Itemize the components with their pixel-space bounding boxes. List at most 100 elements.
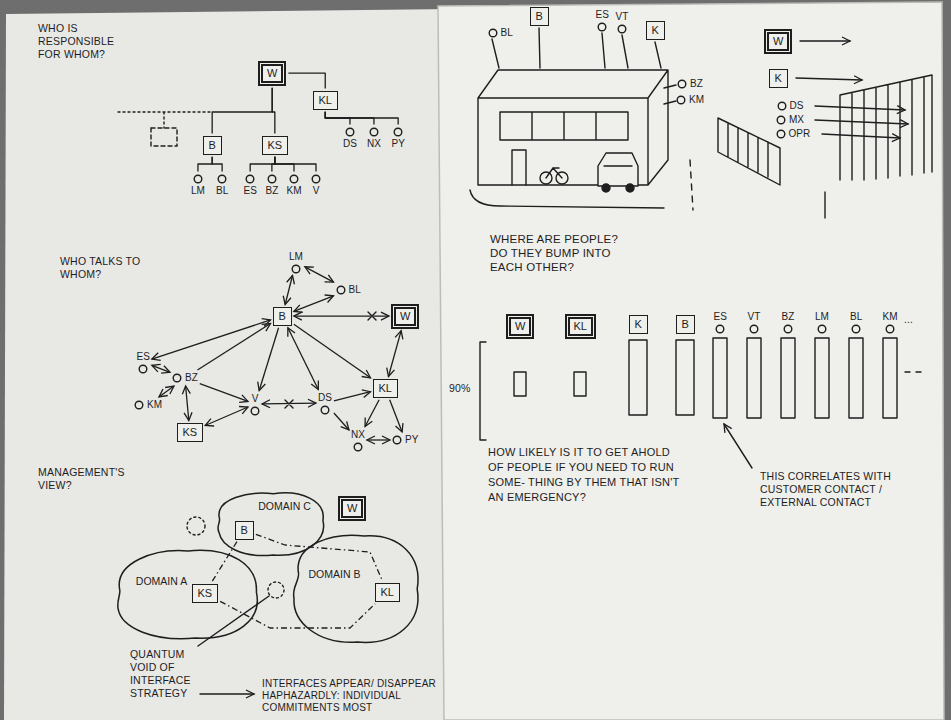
person-dot-shape xyxy=(393,436,401,444)
person-dot xyxy=(353,442,363,452)
node-label: DS xyxy=(343,138,357,150)
node-label: B xyxy=(536,10,543,23)
connector xyxy=(294,324,371,378)
bicycle-wheel xyxy=(540,172,552,184)
bar xyxy=(815,338,829,418)
person-dot xyxy=(783,324,793,334)
person-dot xyxy=(749,324,759,334)
domain-region: DOMAIN CB xyxy=(212,488,330,560)
person-box: B xyxy=(530,7,549,26)
person-dot-shape xyxy=(139,365,147,373)
dotted-branch xyxy=(118,112,212,128)
person-box: W xyxy=(391,304,419,329)
node-label: V xyxy=(252,393,259,405)
connector xyxy=(334,413,349,430)
connector xyxy=(288,328,318,390)
person-circle: LM xyxy=(191,174,205,197)
person-dot-shape xyxy=(677,96,685,104)
person-circle: BL xyxy=(850,311,862,334)
person-box: KS xyxy=(177,423,204,442)
connector xyxy=(288,73,325,88)
person-dot-shape xyxy=(777,116,785,124)
connector xyxy=(212,542,237,582)
person-dot-shape xyxy=(251,407,259,415)
person-circle: KM xyxy=(287,174,302,197)
node-label: KL xyxy=(574,320,587,333)
leader-line xyxy=(622,35,628,68)
right-paper xyxy=(438,2,944,720)
movement-arrow xyxy=(815,120,908,124)
note-text: INTERFACES APPEAR/ DISAPPEAR HAPHAZARDLY… xyxy=(262,678,438,714)
person-box: B xyxy=(273,307,292,326)
leader-line xyxy=(602,33,605,68)
person-dot xyxy=(193,174,203,184)
leader-line xyxy=(539,28,540,68)
gate-post xyxy=(824,192,825,218)
void-circle xyxy=(268,582,284,598)
bar xyxy=(629,340,647,415)
movement-arrow xyxy=(800,40,850,41)
fence xyxy=(718,118,780,185)
person-dot xyxy=(267,174,277,184)
person-circle: KM xyxy=(676,94,704,106)
node-label: KL xyxy=(379,382,392,395)
leader-line xyxy=(492,39,499,68)
person-dot-shape xyxy=(246,175,254,183)
note-text: MANAGEMENT'S VIEW? xyxy=(38,466,142,492)
note-text: QUANTUM VOID OF INTERFACE STRATEGY xyxy=(130,648,208,700)
node-label: KS xyxy=(198,587,213,600)
right-sheet-sketch xyxy=(470,28,932,468)
person-dot-shape xyxy=(370,128,378,136)
node-label: KM xyxy=(689,94,704,106)
person-circle: KM xyxy=(134,399,162,411)
node-label: KM xyxy=(147,399,162,411)
note-text: WHO TALKS TO WHOM? xyxy=(60,255,142,281)
person-circle: V xyxy=(311,174,321,197)
node-label: ES xyxy=(596,9,609,21)
node-label: BZ xyxy=(185,372,198,384)
bar xyxy=(514,372,526,396)
person-dot-shape xyxy=(598,23,606,31)
person-box: K xyxy=(646,21,665,40)
connector xyxy=(200,384,248,402)
person-circle: DS xyxy=(343,127,357,150)
person-box: B xyxy=(235,521,254,540)
pointer-arrow xyxy=(200,693,254,694)
node-label: PY xyxy=(392,138,405,150)
person-box: K xyxy=(769,69,788,88)
domain-outline-shape xyxy=(218,493,324,556)
connector xyxy=(198,157,212,172)
continuation-dashes xyxy=(905,371,921,372)
person-dot xyxy=(172,373,182,383)
connector xyxy=(272,88,275,134)
person-circle: BL xyxy=(488,27,513,39)
domain-outline xyxy=(212,488,330,560)
leader-line xyxy=(664,101,676,104)
person-box: KL xyxy=(313,91,338,110)
person-dot-shape xyxy=(218,175,226,183)
person-circle: BL xyxy=(216,174,228,197)
connector xyxy=(212,88,272,134)
left-paper xyxy=(4,9,452,720)
person-dot-shape xyxy=(489,29,497,37)
movement-arrow xyxy=(815,106,905,110)
node-label: B xyxy=(279,310,286,323)
connector xyxy=(152,365,170,372)
ground-line xyxy=(470,190,664,208)
node-label: BZ xyxy=(782,311,795,323)
connector xyxy=(305,267,334,282)
person-dot-shape xyxy=(750,325,758,333)
connector xyxy=(262,402,316,404)
connector xyxy=(365,400,379,427)
person-circle: ES xyxy=(714,311,727,334)
person-dot xyxy=(250,406,260,416)
bar xyxy=(883,338,897,418)
node-label: LM xyxy=(289,251,303,263)
node-label: KM xyxy=(287,185,302,197)
person-dot-shape xyxy=(346,128,354,136)
person-circle: DS xyxy=(318,392,332,415)
person-dot-shape xyxy=(886,325,894,333)
building-windows xyxy=(500,112,628,140)
person-circle: BL xyxy=(336,284,361,296)
